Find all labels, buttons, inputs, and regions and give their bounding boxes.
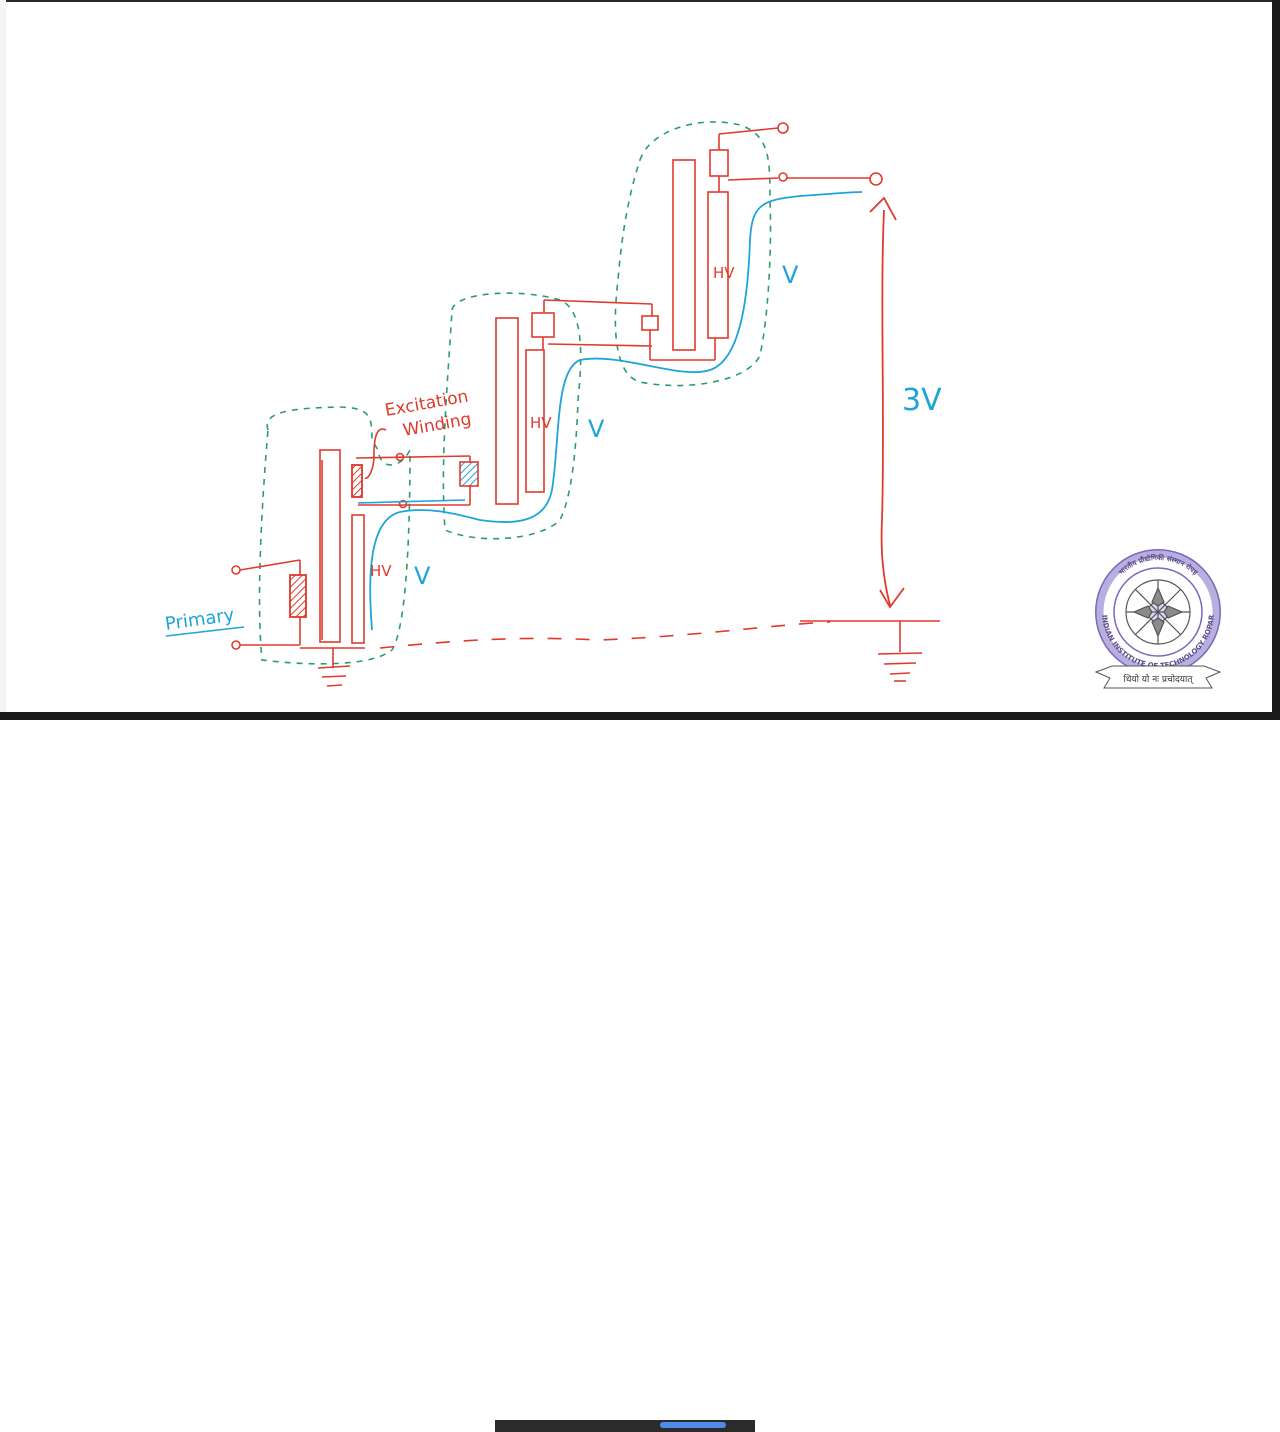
v-label-stage2: V: [588, 415, 605, 443]
whiteboard-canvas: Primary Excitation Winding HV HV HV V V …: [164, 121, 942, 687]
video-scrubber-thumb[interactable]: [660, 1422, 726, 1428]
window-right-edge: [1272, 0, 1280, 720]
v-label-stage1: V: [414, 562, 431, 590]
primary-underline: [165, 626, 245, 637]
logo-motto: धियो यो नः प्रचोदयात्: [1124, 673, 1195, 685]
hv-label-stage3: HV: [713, 264, 735, 282]
window-top-edge: [0, 0, 1280, 2]
stage2-enclosure: [442, 292, 582, 540]
stage1-enclosure: [258, 406, 411, 665]
stage3-transformer: [650, 122, 883, 361]
total-voltage-arrow: [869, 196, 905, 609]
primary-label: Primary: [164, 604, 236, 635]
stage1-transformer: [231, 428, 479, 687]
hv-label-stage1: HV: [370, 562, 392, 580]
bushing-link: [357, 499, 466, 504]
v-label-stage3: V: [782, 261, 799, 289]
video-progress-track[interactable]: [0, 712, 1280, 720]
voltage-potential-curve: [369, 191, 863, 631]
ground-reference: [379, 620, 940, 682]
hv-label-stage2: HV: [530, 414, 552, 432]
iit-ropar-emblem-icon: भारतीय प्रौद्योगिकी संस्थान रोपड़ INDIAN…: [1094, 549, 1222, 689]
total-voltage-label: 3V: [902, 383, 942, 418]
stage2-transformer: [495, 299, 659, 505]
window-left-edge: [0, 0, 6, 720]
